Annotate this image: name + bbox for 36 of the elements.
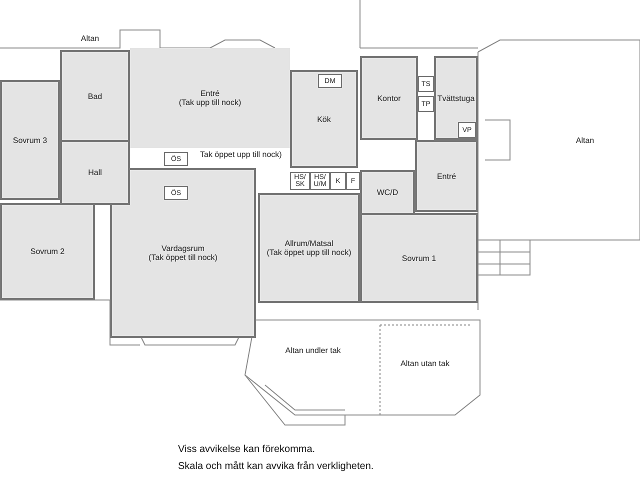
room-floor [0, 203, 95, 300]
room-name: Sovrum 3 [12, 136, 48, 144]
room-name: WC/D [376, 188, 398, 197]
room-floor [360, 213, 478, 303]
disclaimer-note: Skala och mått kan avvika från verkligheten. [178, 461, 374, 472]
room-floor [258, 193, 360, 303]
room-name: Altan [80, 34, 100, 42]
room-floor [60, 140, 130, 205]
disclaimer-note: Viss avvikelse kan förekomma. [178, 444, 316, 455]
room-name: Sovrum 1 [402, 254, 436, 262]
room-name: Altan undler tak [285, 346, 341, 354]
ceiling-note: (Tak öppet upp till nock) [266, 248, 352, 257]
room-name: Kontor [377, 94, 401, 102]
room-floor [360, 170, 415, 215]
room-floor [290, 70, 358, 168]
room-name: Kök [317, 114, 331, 124]
room-name: Altan [576, 136, 594, 144]
ceiling-note: Tak öppet upp till nock) [200, 150, 282, 159]
room-name: Bad [88, 92, 102, 100]
ceiling-note: (Tak öppet till nock) [148, 253, 218, 262]
room-name: Allrum/Matsal [284, 239, 334, 248]
room-name: Vardagsrum [162, 244, 204, 253]
ceiling-note: (Tak upp till nock) [178, 98, 242, 107]
room-floor [130, 48, 290, 148]
room-floor [60, 50, 130, 142]
room-floor [360, 56, 418, 140]
room-name: Sovrum 2 [30, 247, 65, 256]
room-floor [434, 56, 478, 140]
room-name: Tvättstuga [437, 94, 475, 102]
room-name: Entré [436, 172, 456, 180]
room-name: Altan utan tak [400, 358, 450, 368]
room-name: Entré [200, 89, 220, 98]
room-floor [110, 168, 256, 338]
room-floor [0, 80, 60, 200]
room-floor [415, 140, 478, 212]
room-name: Hall [88, 168, 102, 177]
